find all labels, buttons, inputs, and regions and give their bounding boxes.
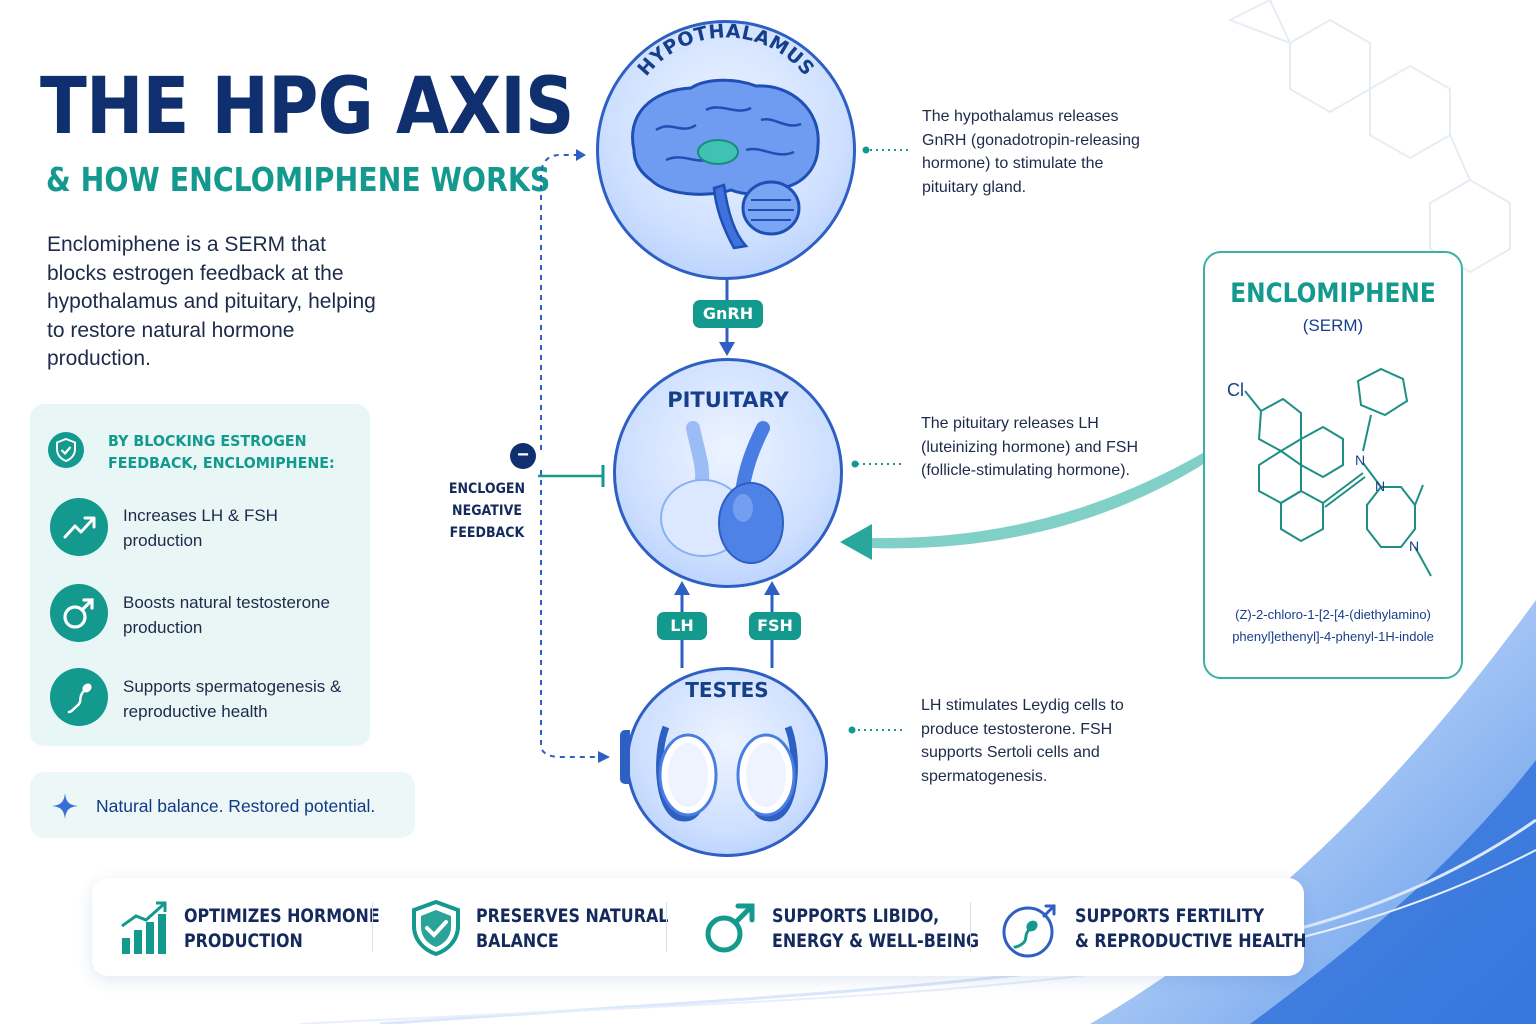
molecular-structure-diagram: Cl N N N <box>1227 367 1432 577</box>
bar-item-line: PRESERVES NATURAL <box>476 906 669 927</box>
pituitary-label: PITUITARY <box>667 388 789 412</box>
benefits-bar <box>92 878 1304 976</box>
benefit-item-text: Increases LH & FSH production <box>123 506 278 550</box>
divider <box>372 902 373 952</box>
divider <box>970 902 971 952</box>
chemical-name-line: (Z)-2-chloro-1-[2-[4-(diethylamino) <box>1235 607 1431 622</box>
testes-icon <box>656 725 798 822</box>
brain-icon: HYPOTHALAMUS <box>631 20 820 250</box>
bar-item-text: OPTIMIZES HORMONE PRODUCTION <box>184 904 380 954</box>
chemical-name: (Z)-2-chloro-1-[2-[4-(diethylamino) phen… <box>1203 604 1463 648</box>
feedback-label: ENCLOGEN NEGATIVE FEEDBACK <box>448 481 526 541</box>
bar-chart-growth-icon <box>121 901 167 954</box>
gnrh-badge: GnRH <box>693 300 763 328</box>
tagline-box <box>30 772 415 838</box>
svg-text:HYPOTHALAMUS: HYPOTHALAMUS <box>633 20 818 80</box>
bar-item-line: PRODUCTION <box>184 931 303 952</box>
hypothalamus-description: The hypothalamus releases GnRH (gonadotr… <box>922 108 1140 196</box>
page-title: THE HPG AXIS <box>40 62 574 152</box>
trend-up-icon <box>50 498 108 556</box>
shield-check-icon <box>48 432 84 468</box>
bar-item-line: SUPPORTS FERTILITY <box>1075 906 1265 927</box>
testes-description: LH stimulates Leydig cells to produce te… <box>921 697 1124 785</box>
tagline-text: Natural balance. Restored potential. <box>96 796 376 816</box>
page-subtitle: & HOW ENCLOMIPHENE WORKS <box>46 160 551 199</box>
nitrogen-atom-label: N <box>1409 538 1419 554</box>
bar-item-line: ENERGY & WELL-BEING <box>772 931 980 952</box>
sparkle-icon <box>50 791 80 826</box>
bar-item-text: PRESERVES NATURAL BALANCE <box>476 904 668 954</box>
lh-badge: LH <box>657 612 707 640</box>
nitrogen-atom-label: N <box>1355 452 1365 468</box>
shield-check-icon <box>412 899 460 957</box>
bar-item-line: BALANCE <box>476 931 559 952</box>
male-symbol-icon <box>50 584 108 642</box>
benefits-heading: BY BLOCKING ESTROGEN FEEDBACK, ENCLOMIPH… <box>108 432 335 472</box>
nitrogen-atom-label: N <box>1375 478 1385 494</box>
pituitary-gland-icon <box>660 421 784 564</box>
bar-item-line: OPTIMIZES HORMONE <box>184 906 380 927</box>
enclomiphene-card <box>1203 251 1463 679</box>
bar-item-text: SUPPORTS FERTILITY & REPRODUCTIVE HEALTH <box>1075 904 1306 954</box>
male-symbol-icon <box>705 903 755 953</box>
fertility-icon <box>1002 904 1056 958</box>
divider <box>666 902 667 952</box>
testes-edge-marker <box>620 730 630 784</box>
sperm-icon <box>50 668 108 726</box>
bar-item-line: & REPRODUCTIVE HEALTH <box>1075 931 1307 952</box>
bar-item-text: SUPPORTS LIBIDO, ENERGY & WELL-BEING <box>772 904 979 954</box>
benefit-item-text: Boosts natural testosterone production <box>123 593 330 637</box>
drug-name: ENCLOMIPHENE <box>1230 278 1436 309</box>
hypothalamus-label: HYPOTHALAMUS <box>633 20 818 80</box>
pituitary-description: The pituitary releases LH (luteinizing h… <box>921 415 1138 479</box>
intro-paragraph: Enclomiphene is a SERM that blocks estro… <box>47 233 376 370</box>
testes-label: TESTES <box>685 678 769 702</box>
chlorine-atom-label: Cl <box>1227 380 1244 400</box>
benefit-item-text: Supports spermatogenesis & reproductive … <box>123 677 342 721</box>
drug-class: (SERM) <box>1302 316 1364 335</box>
fsh-badge: FSH <box>749 612 801 640</box>
chemical-name-line: phenyl]ethenyl]-4-phenyl-1H-indole <box>1232 629 1434 644</box>
bar-item-line: SUPPORTS LIBIDO, <box>772 906 940 927</box>
negative-sign-icon: − <box>510 443 536 469</box>
